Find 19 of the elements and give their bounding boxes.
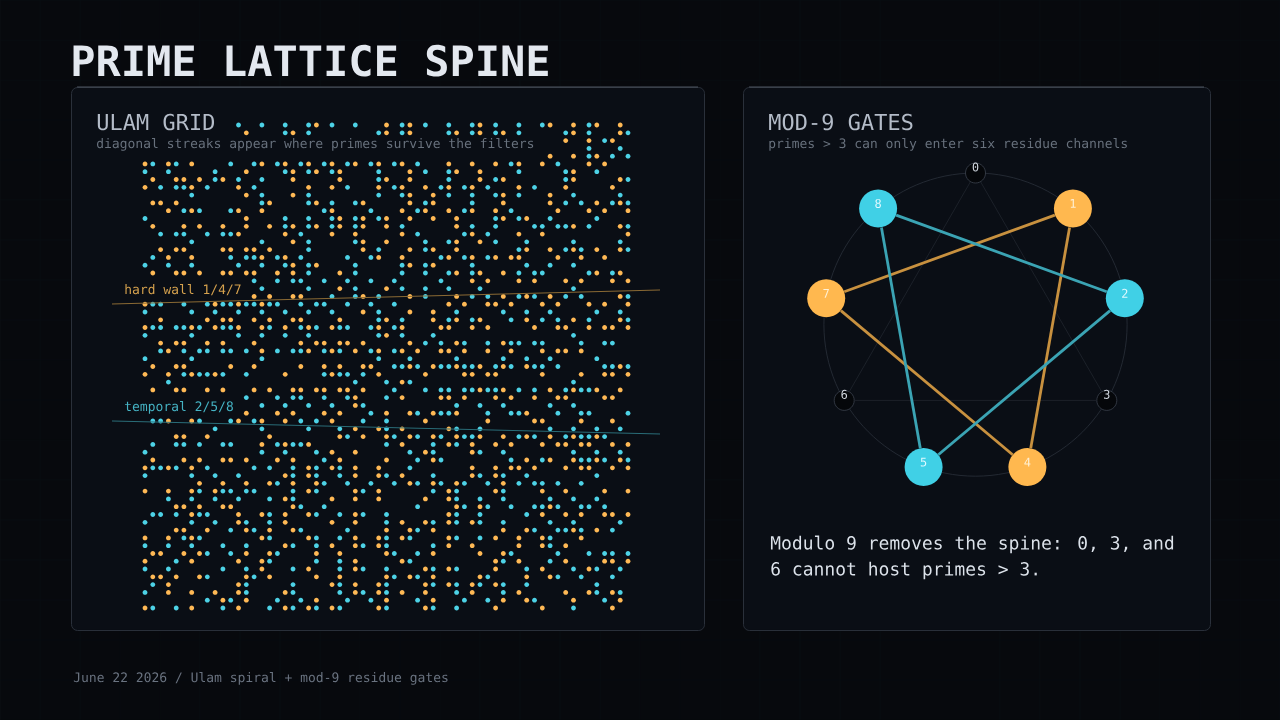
chord-line: [880, 227, 922, 449]
chord-line: [840, 309, 1014, 456]
panel-subtitle: diagonal streaks appear where primes survive the filters: [97, 138, 534, 151]
chord-line: [1029, 227, 1071, 449]
panel-heading: MOD-9 GATES: [769, 113, 913, 131]
chord-line: [895, 213, 1108, 294]
panel: [743, 86, 1211, 631]
chord-line: [843, 213, 1056, 294]
chord-line: [980, 181, 1103, 392]
streak-label: hard wall 1/4/7: [125, 284, 241, 296]
streak-label: temporal 2/5/8: [125, 401, 233, 414]
title: PRIME LATTICE SPINE: [73, 44, 548, 77]
chord-line: [937, 309, 1111, 456]
chord-line: [848, 181, 971, 392]
panel-heading: ULAM GRID: [97, 113, 215, 131]
footer-caption: June 22 2026 / Ulam spiral + mod-9 residue gates: [73, 672, 448, 685]
panel-subtitle: primes > 3 can only enter six residue channels: [769, 138, 1127, 151]
panel: [71, 86, 705, 631]
panel-note: Modulo 9 removes the spine: 0, 3, and 6 cannot host primes > 3.: [770, 535, 1174, 580]
